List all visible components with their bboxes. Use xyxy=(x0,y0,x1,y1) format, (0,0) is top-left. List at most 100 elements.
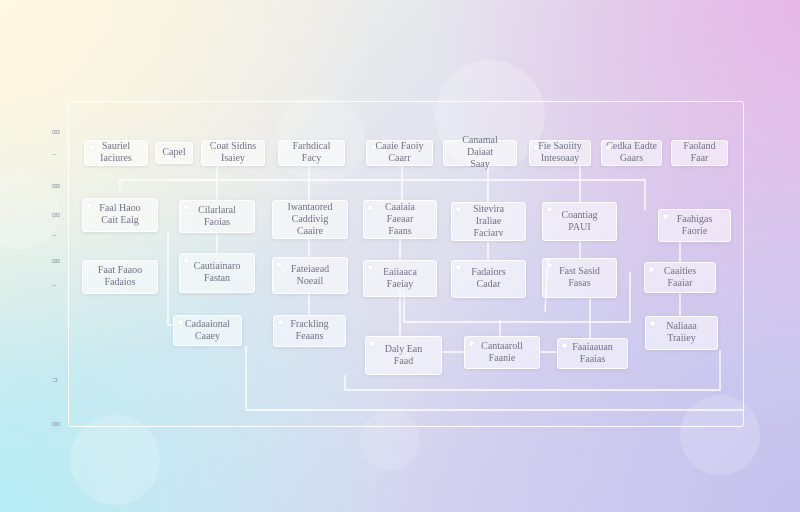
node-bullet xyxy=(371,145,376,150)
node-label: Fie Saoiity Intesoaay xyxy=(538,141,582,164)
diagram-node[interactable]: Faoland Faar xyxy=(671,140,728,166)
diagram-node[interactable]: Capel xyxy=(155,142,193,164)
row-tick-label: ɑɑ xyxy=(52,129,60,136)
node-bullet xyxy=(606,145,611,150)
node-bullet xyxy=(206,145,211,150)
diagram-node[interactable]: Faahigas Faorie xyxy=(658,209,731,242)
diagram-node[interactable]: Sauriel Iaciures xyxy=(84,140,148,166)
diagram-node[interactable]: Sitevira Iraliae Faciarv xyxy=(451,202,526,241)
row-tick-label: ɑɑ xyxy=(52,421,60,428)
node-label: Fast Sasid Fasas xyxy=(559,266,600,289)
diagram-node[interactable]: Faal Haoo Cait Eaig xyxy=(82,198,158,232)
diagram-node[interactable]: Faat Faaoo Fadaios xyxy=(82,260,158,294)
node-bullet xyxy=(650,321,655,326)
node-label: Faaiaauan Faaias xyxy=(572,341,613,365)
row-tick-label: ɑɑ xyxy=(52,183,60,190)
node-bullet xyxy=(370,341,375,346)
bokeh-light xyxy=(360,410,420,470)
connector xyxy=(245,346,744,411)
connector xyxy=(167,232,173,326)
diagram-node[interactable]: Caaities Faaiar xyxy=(644,262,716,293)
node-bullet xyxy=(547,207,552,212)
node-bullet xyxy=(469,341,474,346)
diagram-node[interactable]: Fast Sasid Fasas xyxy=(542,258,617,298)
node-bullet xyxy=(87,203,92,208)
diagram-node[interactable]: Farhdical Facy xyxy=(278,140,345,166)
diagram-node[interactable]: Fateiaead Noeail xyxy=(272,257,348,294)
diagram-node[interactable]: Canamal Daiaat Saay xyxy=(443,135,517,170)
node-label: Faat Faaoo Fadaios xyxy=(97,265,143,288)
node-bullet xyxy=(368,205,373,210)
node-bullet xyxy=(277,262,282,267)
row-tick-label: ɑɑ xyxy=(52,212,60,219)
diagram-node[interactable]: Coat Sidins Isaiey xyxy=(201,140,265,166)
bokeh-light xyxy=(70,415,160,505)
diagram-node[interactable]: Caaiaia Faeaar Faans xyxy=(363,200,437,239)
node-bullet xyxy=(663,214,668,219)
diagram-node[interactable]: Naliaaa Traiiey xyxy=(645,316,718,350)
node-bullet xyxy=(178,320,183,325)
diagram-node[interactable]: Daly Ean Faad xyxy=(365,336,442,375)
diagram-node[interactable]: Fadaiors Cadar xyxy=(451,260,526,298)
diagram-node[interactable]: Cadaaional Caaey xyxy=(173,315,242,346)
node-label: Eaiiaaca Faeiay xyxy=(383,266,417,290)
node-label: Coat Sidins Isaiey xyxy=(209,141,257,164)
node-label: Faal Haoo Cait Eaig xyxy=(99,203,141,226)
node-label: Capel xyxy=(162,147,186,158)
node-label: Faahigas Faorie xyxy=(676,213,713,237)
diagram-node[interactable]: Fie Saoiity Intesoaay xyxy=(529,140,591,166)
node-bullet xyxy=(456,207,461,212)
node-bullet xyxy=(184,205,189,210)
node-label: Frackling Feaans xyxy=(290,319,329,342)
bokeh-light xyxy=(680,395,760,475)
row-tick-label: – xyxy=(52,282,56,289)
node-label: Daly Ean Faad xyxy=(384,343,423,367)
node-bullet xyxy=(534,145,539,150)
node-bullet xyxy=(547,263,552,268)
node-label: Cadaaional Caaey xyxy=(185,318,230,342)
diagram-node[interactable]: Coantiag PAUI xyxy=(542,202,617,241)
row-tick-label: – xyxy=(52,151,56,158)
diagram-node[interactable]: Cedka Eadte Gaars xyxy=(601,140,662,166)
node-label: Cilarlaral Faoias xyxy=(198,204,236,228)
node-label: Sauriel Iaciures xyxy=(100,141,132,164)
row-tick-label: ⊐ xyxy=(52,377,58,384)
node-label: Canamal Daiaat Saay xyxy=(462,135,498,170)
node-label: Fadaiors Cadar xyxy=(471,267,506,290)
diagram-node[interactable]: Iwantaored Caddivig Caaire xyxy=(272,200,348,239)
row-tick-label: – xyxy=(52,232,56,239)
node-label: Fateiaead Noeail xyxy=(290,263,330,287)
node-label: Iwantaored Caddivig Caaire xyxy=(287,201,333,237)
node-label: Cantaaroll Faanie xyxy=(481,340,523,364)
node-label: Cedka Eadte Gaars xyxy=(606,141,657,164)
node-bullet xyxy=(184,258,189,263)
diagram-node[interactable]: Frackling Feaans xyxy=(273,315,346,347)
diagram-node[interactable]: Caaie Faoiy Caarr xyxy=(366,140,433,166)
node-label: Caaie Faoiy Caarr xyxy=(375,141,424,164)
diagram-node[interactable]: Cilarlaral Faoias xyxy=(179,200,255,233)
connector xyxy=(344,350,721,391)
node-bullet xyxy=(562,343,567,348)
node-label: Faoland Faar xyxy=(683,141,716,164)
diagram-node[interactable]: Eaiiaaca Faeiay xyxy=(363,260,437,297)
node-label: Caaiaia Faeaar Faans xyxy=(385,201,415,237)
diagram-node[interactable]: Faaiaauan Faaias xyxy=(557,338,628,369)
node-label: Caaities Faaiar xyxy=(663,265,697,289)
connector xyxy=(403,272,631,323)
node-label: Cautiainaro Fastan xyxy=(193,261,241,284)
node-label: Farhdical Facy xyxy=(292,141,331,164)
node-label: Coantiag PAUI xyxy=(561,209,598,233)
node-bullet xyxy=(456,265,461,270)
connector xyxy=(119,179,646,210)
node-bullet xyxy=(368,265,373,270)
node-label: Sitevira Iraliae Faciarv xyxy=(472,203,505,239)
node-label: Naliaaa Traiiey xyxy=(666,321,697,344)
diagram-node[interactable]: Cautiainaro Fastan xyxy=(179,253,255,293)
node-bullet xyxy=(278,320,283,325)
node-bullet xyxy=(89,145,94,150)
row-tick-label: ɑɑ xyxy=(52,258,60,265)
node-bullet xyxy=(649,267,654,272)
diagram-node[interactable]: Cantaaroll Faanie xyxy=(464,336,540,369)
